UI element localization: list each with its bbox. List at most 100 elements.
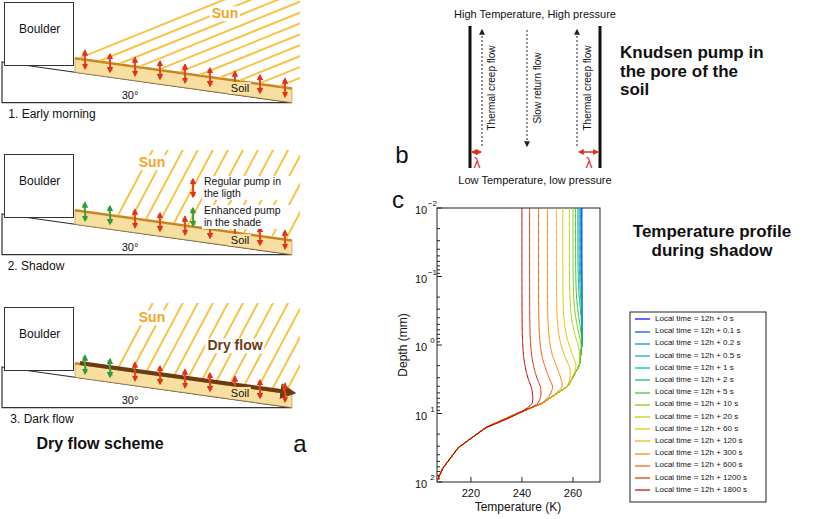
legend-text: Enhanced pump in the shade [202,205,290,228]
temperature-curve [437,208,582,482]
axis-title: Temperature (K) [475,501,562,514]
temperature-curve [437,208,553,482]
temperature-curve [437,208,580,482]
y-minor-tick [437,309,440,310]
pump-arrow [159,213,161,231]
tick-label: 220 [462,487,480,499]
legend-item: Regular pump in the ligth [186,176,290,200]
sun-ray [286,303,300,392]
y-minor-tick [437,297,440,298]
y-minor-tick [437,334,440,335]
y-minor-tick [437,365,440,366]
temperature-curve [437,208,533,482]
y-minor-tick [437,392,440,393]
flow-label: Thermal creep flow [486,45,497,130]
pump-arrow [284,231,286,249]
legend-text: Local time = 12h + 20 s [655,413,738,422]
line-sample [634,376,652,384]
line-sample [634,352,652,360]
flow-line [527,30,528,146]
sun-label: Sun [210,6,240,21]
panel-letter: a [293,431,306,457]
pump-arrow [209,68,211,86]
panel-title: Knudsen pump in the pore of the soil [620,44,770,100]
sun-rays [118,150,300,239]
pump-arrow [184,370,186,388]
plot-frame [437,208,600,482]
temperature-curve [437,208,570,482]
y-minor-tick [437,398,440,399]
tick-exponent: −2 [428,200,437,209]
boulder-box: Boulder [4,2,74,66]
legend-text: Local time = 12h + 1800 s [655,486,747,495]
pump-sample [186,176,200,200]
pump-arrow [159,61,161,79]
y-minor-tick [437,317,440,318]
temperature-curve [437,208,582,482]
legend-item: Local time = 12h + 600 s [634,461,743,470]
temperature-curve [437,208,576,482]
pump-arrow [259,380,261,398]
tick-label: 10 [415,409,427,421]
legend-item: Local time = 12h + 300 s [634,449,743,458]
temperature-curve [437,208,582,482]
pump-arrow-shade [158,214,162,230]
pump-arrow-shade [108,55,112,71]
angle-label: 30° [122,394,139,406]
x-tick [521,477,522,482]
pump-arrow [84,356,86,374]
soil-label: Soil [229,234,251,246]
pump-arrow [259,227,261,245]
flow-label: Thermal creep flow [582,45,593,130]
pump-arrow-shade [283,80,287,96]
line-sample [634,401,652,409]
scheme-art [2,0,577,408]
flow-line [577,30,578,146]
legend-text: Local time = 12h + 0.2 s [655,339,740,348]
scene-caption: 3. Dark flow [10,413,73,426]
panel-letter: c [392,187,404,213]
pump-arrow-shade [158,62,162,78]
scene [2,0,436,255]
legend-item: Local time = 12h + 1800 s [634,486,747,495]
pump-sample [186,205,200,229]
legend-text: Local time = 12h + 60 s [655,425,738,434]
tick-exponent: 1 [430,405,434,414]
tick-label: 10 [415,341,427,353]
lambda-label: λ [586,156,593,171]
pump-arrow-shade [108,360,112,376]
pump-arrow-shade [83,52,87,68]
pump-arrow-shade [283,232,287,248]
legend-item: Local time = 12h + 0.1 s [634,327,740,336]
pump-arrow-shade [133,364,137,380]
temperature-curve [437,208,541,482]
legend-item: Local time = 12h + 1 s [634,364,734,373]
pump-arrow-shade [83,357,87,373]
y-minor-tick [437,341,440,342]
legend-item: Local time = 12h + 10 s [634,400,738,409]
sun-ray [146,303,296,372]
knudsen-art [470,26,600,168]
soil-label: Soil [229,82,251,94]
sun-ray [180,0,300,72]
scene-caption: 2. Shadow [8,260,65,273]
panel-title: Dry flow scheme [36,435,163,453]
sun-ray [260,0,300,83]
legend-item: Local time = 12h + 0 s [634,315,734,324]
boulder-box: Boulder [4,307,74,371]
boulder-label: Boulder [5,155,73,188]
pore-wall [599,26,602,168]
temperature-curve [437,208,582,482]
legend-text: Local time = 12h + 0.1 s [655,327,740,336]
soil-band [75,363,292,407]
pump-arrow [284,79,286,97]
line-sample [634,450,652,458]
y-minor-tick [437,269,440,270]
y-minor-tick [437,249,440,250]
legend-text: Local time = 12h + 1 s [655,364,734,373]
mean-free-path-arrow [579,151,598,153]
flow-line [482,30,483,146]
legend-text: Local time = 12h + 0 s [655,315,734,324]
line-sample [634,474,652,482]
y-minor-tick [437,338,440,339]
